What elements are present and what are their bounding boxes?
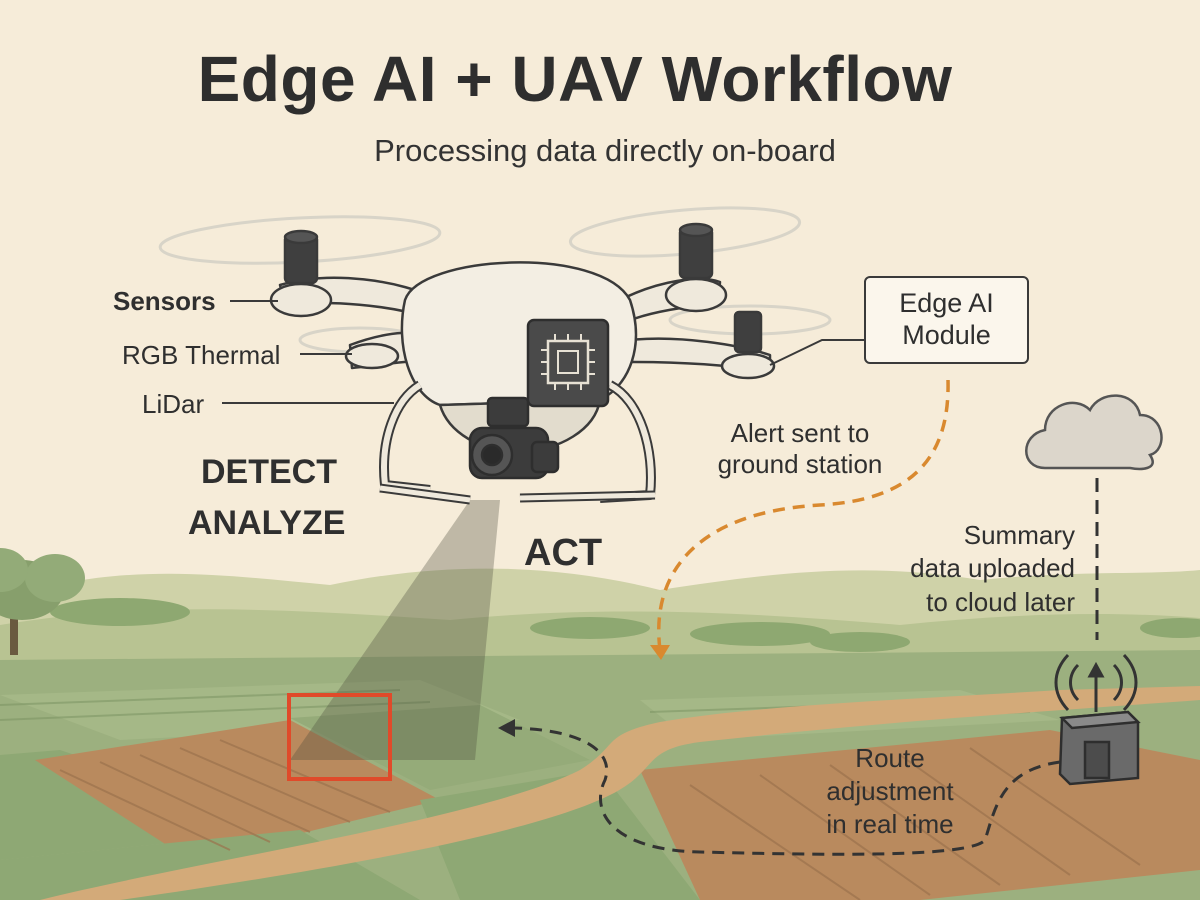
route-note-line1: Route	[855, 743, 925, 773]
rgb-thermal-label: RGB Thermal	[122, 340, 281, 370]
route-adjustment-arrow	[498, 719, 1061, 856]
cloud-icon	[1025, 394, 1163, 471]
analyze-stage-label: ANALYZE	[188, 504, 346, 542]
act-stage-label: ACT	[524, 532, 603, 574]
alert-note: Alert sent to ground station	[680, 418, 920, 480]
route-note-line3: in real time	[826, 808, 954, 839]
module-label-line2: Module	[902, 320, 991, 350]
detect-stage-label: DETECT	[201, 453, 337, 491]
module-label-line1: Edge AI	[899, 288, 994, 319]
cloud-note-line1: Summary	[963, 520, 1075, 550]
cloud-note-line3: to cloud later	[926, 586, 1075, 617]
alert-arrow	[650, 379, 950, 660]
dirt-road	[40, 686, 1200, 900]
antenna-signal-icon	[1054, 653, 1138, 712]
tree-icon	[0, 548, 85, 655]
route-adjustment-note: Route adjustment in real time	[800, 742, 980, 840]
module-connector-line	[769, 339, 864, 366]
page-subtitle: Processing data directly on-board	[374, 133, 836, 168]
detection-box	[287, 693, 392, 781]
sensors-label: Sensors	[113, 286, 216, 316]
camera-icon	[468, 396, 560, 480]
route-note-line2: adjustment	[826, 775, 954, 806]
page-title: Edge AI + UAV Workflow	[197, 43, 953, 115]
lidar-label: LiDar	[142, 389, 205, 419]
cloud-note-line2: data uploaded	[910, 553, 1075, 584]
edge-ai-module-box: Edge AI Module	[864, 276, 1029, 364]
chip-icon	[526, 318, 610, 408]
sensor-leader-lines	[222, 300, 394, 404]
alert-note-line2: ground station	[717, 449, 883, 480]
cloud-upload-note: Summary data uploaded to cloud later	[860, 519, 1075, 619]
ground-station-icon	[1058, 710, 1141, 786]
alert-note-line1: Alert sent to	[730, 418, 870, 448]
